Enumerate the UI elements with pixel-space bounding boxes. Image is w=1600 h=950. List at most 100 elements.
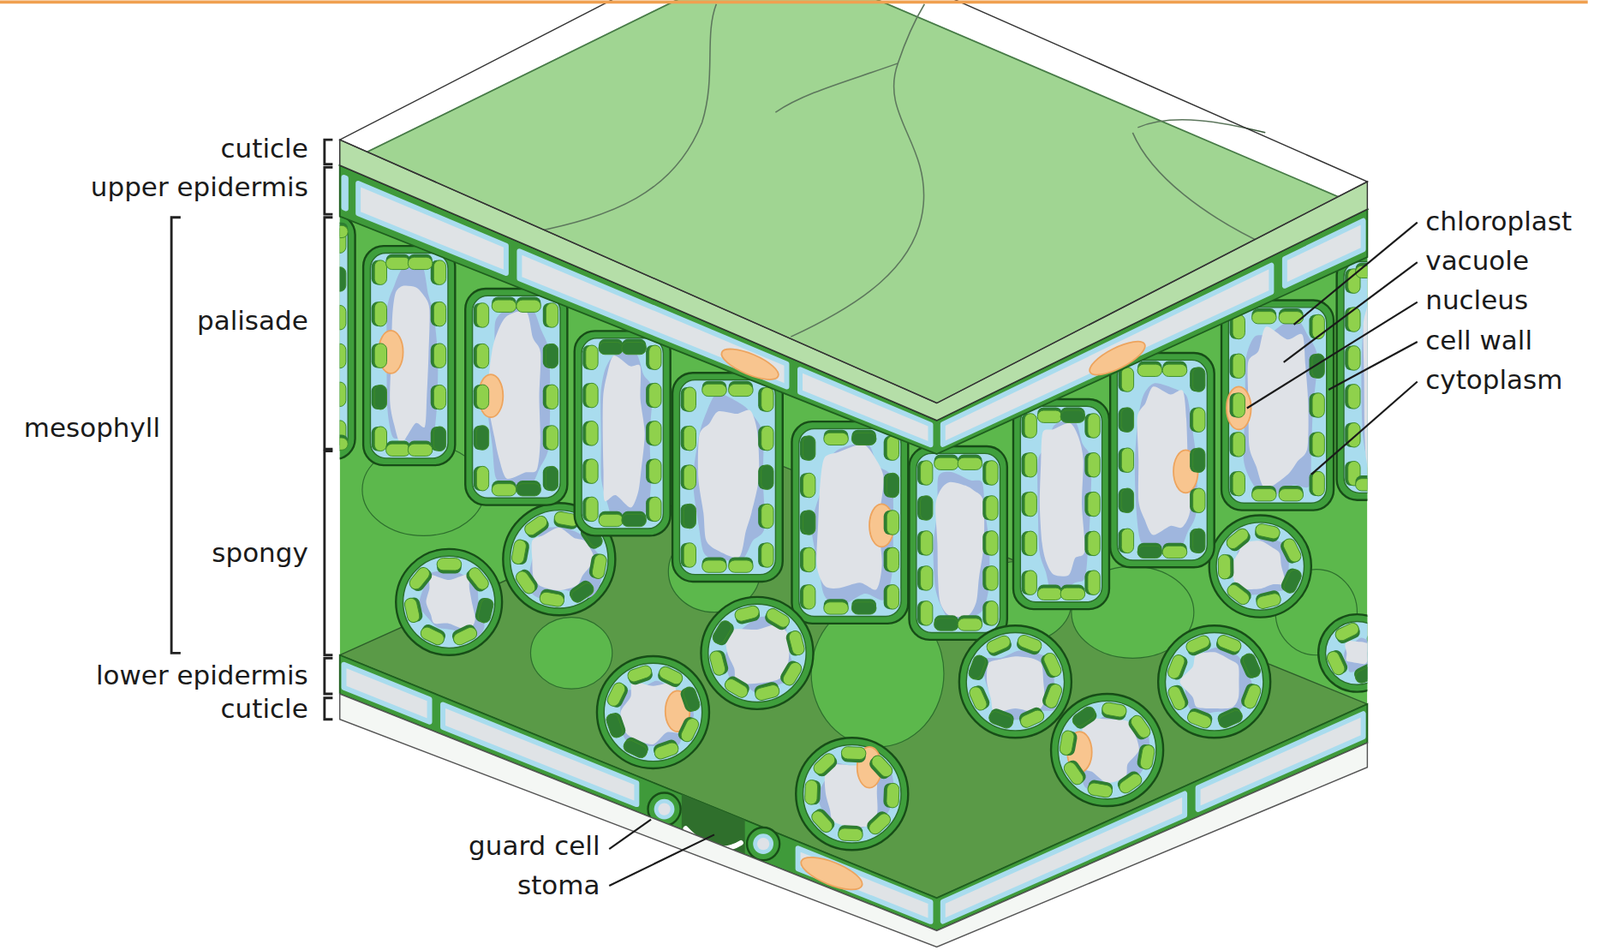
chloroplast: [1084, 491, 1100, 517]
chloroplast-body: [985, 601, 998, 627]
chloroplast-body: [837, 828, 863, 842]
chloroplast: [982, 531, 998, 556]
chloroplast: [340, 382, 347, 407]
vacuole-shade: [692, 393, 765, 561]
chloroplast: [752, 680, 781, 702]
chloroplast: [784, 629, 806, 657]
chloroplast: [917, 495, 933, 521]
chloroplast: [651, 738, 681, 761]
chloroplast-body: [476, 343, 489, 369]
cuticle-side: [340, 693, 1368, 947]
chloroplast-body: [803, 585, 816, 610]
chloroplast-body: [1024, 452, 1037, 478]
chloroplast: [982, 566, 998, 592]
chloroplast: [1278, 308, 1304, 324]
chloroplast-body: [1348, 346, 1361, 371]
chloroplast-body: [510, 538, 527, 566]
chloroplast: [777, 658, 804, 688]
chloroplast: [680, 387, 697, 412]
chloroplast-body: [433, 260, 446, 286]
chloroplast-body: [491, 483, 517, 496]
chloroplast: [800, 472, 816, 498]
chloroplast: [430, 301, 447, 327]
chloroplast-body: [1137, 545, 1163, 558]
chloroplast: [1118, 447, 1135, 473]
chloroplast: [1037, 407, 1063, 424]
vacuole-shade: [933, 471, 991, 622]
chloroplast: [371, 260, 388, 286]
chloroplast-body: [886, 435, 899, 461]
chloroplast: [418, 622, 448, 648]
chloroplast: [582, 496, 598, 522]
chloroplast-body: [406, 565, 432, 592]
chloroplast-body: [1101, 701, 1129, 718]
chloroplast: [1084, 452, 1100, 478]
chloroplast: [1021, 413, 1038, 439]
cytoplasm: [1164, 632, 1263, 731]
part-label: vacuole: [1425, 244, 1529, 277]
cell-wall: [672, 372, 783, 582]
chloroplast-body: [683, 543, 696, 568]
chloroplast: [522, 513, 552, 541]
palisade-cell: [363, 245, 455, 466]
chloroplast-body: [1121, 447, 1134, 473]
chloroplast-body: [886, 472, 899, 498]
chloroplast-body: [1086, 782, 1114, 799]
chloroplast-body: [1193, 528, 1206, 554]
chloroplast-body: [1312, 393, 1325, 418]
chloroplast-shade: [864, 808, 892, 836]
chloroplast: [883, 585, 900, 610]
chloroplast-body: [1281, 537, 1304, 565]
chloroplast: [1253, 522, 1282, 543]
chloroplast: [1325, 648, 1350, 677]
chloroplast: [1224, 579, 1254, 608]
chloroplast: [1352, 660, 1368, 685]
chloroplast-body: [545, 465, 558, 491]
chloroplast-body: [598, 341, 624, 354]
cytoplasm: [403, 555, 496, 648]
chloroplast-body: [803, 472, 816, 498]
chloroplast-body: [1043, 682, 1063, 711]
chloroplast: [567, 578, 597, 605]
chloroplast-body: [1193, 447, 1206, 473]
chloroplast: [645, 459, 662, 484]
spongy-cell: [959, 625, 1072, 738]
chloroplast: [371, 343, 388, 369]
chloroplast: [1185, 706, 1214, 730]
chloroplast: [1223, 525, 1253, 554]
chloroplast-body: [433, 384, 446, 410]
chloroplast: [934, 454, 960, 471]
chloroplast-body: [340, 382, 347, 407]
chloroplast-body: [516, 483, 542, 496]
chloroplast: [1021, 570, 1038, 596]
chloroplast-body: [985, 531, 998, 556]
chloroplast-body: [987, 710, 1015, 730]
chloroplast-body: [451, 625, 479, 647]
chloroplast: [967, 683, 992, 712]
chloroplast: [1084, 413, 1100, 439]
chloroplast: [588, 552, 609, 580]
cell-wall: [1158, 625, 1271, 738]
chloroplast: [582, 459, 598, 484]
cell-wall: [700, 597, 813, 710]
chloroplast-body: [585, 421, 598, 447]
chloroplast: [864, 808, 893, 837]
chloroplast-body: [1162, 364, 1188, 377]
chloroplast: [1308, 353, 1325, 379]
cell-wall: [340, 214, 356, 460]
palisade-cell: [1110, 352, 1215, 568]
chloroplast-body: [1348, 422, 1361, 448]
part-label: guard cell: [468, 829, 600, 862]
chloroplast-shade: [1126, 713, 1153, 742]
chloroplast: [582, 382, 598, 408]
part-label: mesophyll: [23, 412, 161, 445]
chloroplast-body: [1116, 771, 1145, 796]
chloroplast-body: [1024, 531, 1037, 556]
chloroplast: [702, 381, 728, 397]
cell-wall: [1209, 515, 1312, 618]
chloroplast: [491, 480, 517, 496]
chloroplast-body: [585, 496, 598, 522]
chloroplast: [1229, 353, 1246, 379]
chloroplast: [516, 297, 542, 313]
chloroplast: [473, 425, 490, 451]
